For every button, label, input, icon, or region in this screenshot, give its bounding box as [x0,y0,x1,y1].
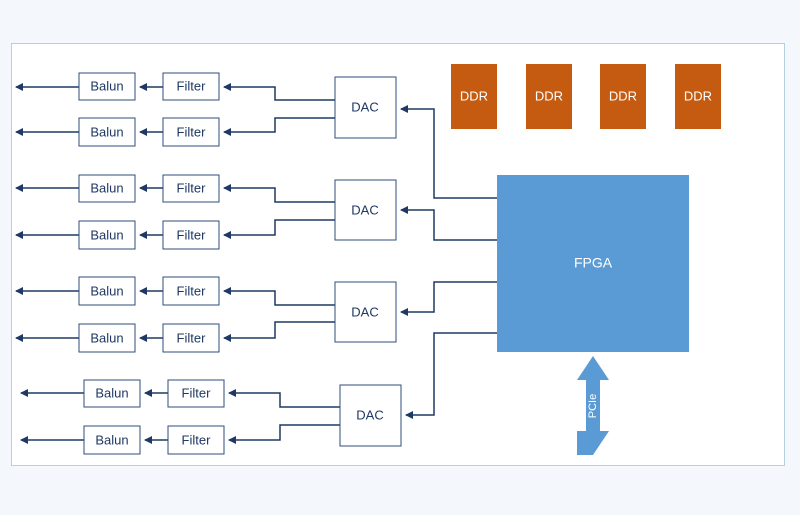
filter-block-8: Filter [167,425,225,455]
balun-block-3: Balun [78,174,136,203]
ddr-block-2: DDR [526,64,572,129]
dac-block-2: DAC [334,179,397,241]
balun-label: Balun [90,330,123,345]
fpga-label: FPGA [574,255,613,271]
balun-label: Balun [95,385,128,400]
dac-block-4: DAC [339,384,402,447]
pcie-arrow: PCIe [577,356,609,455]
balun-block-5: Balun [78,276,136,306]
balun-block-6: Balun [78,323,136,353]
dac-block-1: DAC [334,76,397,139]
balun-block-7: Balun [83,379,141,408]
dac-label: DAC [351,99,378,114]
ddr-label: DDR [535,88,563,103]
balun-label: Balun [90,283,123,298]
filter-label: Filter [182,385,212,400]
balun-label: Balun [95,432,128,447]
ddr-block-4: DDR [675,64,721,129]
filter-balun-connectors [139,83,168,444]
dac-label: DAC [351,202,378,217]
balun-block-1: Balun [78,72,136,101]
filter-label: Filter [177,283,207,298]
balun-block-8: Balun [83,425,141,455]
balun-label: Balun [90,78,123,93]
balun-label: Balun [90,124,123,139]
ddr-label: DDR [460,88,488,103]
filter-label: Filter [177,227,207,242]
pcie-label: PCIe [587,394,599,418]
ddr-block-1: DDR [451,64,497,129]
ddr-block-3: DDR [600,64,646,129]
fpga-block: FPGA [497,175,689,352]
ddr-label: DDR [609,88,637,103]
filter-label: Filter [177,124,207,139]
filter-block-3: Filter [162,174,220,203]
filter-block-6: Filter [162,323,220,353]
filter-block-2: Filter [162,117,220,147]
filter-label: Filter [177,180,207,195]
dac-block-3: DAC [334,281,397,343]
filter-label: Filter [182,432,212,447]
filter-block-5: Filter [162,276,220,306]
balun-block-2: Balun [78,117,136,147]
ddr-label: DDR [684,88,712,103]
filter-label: Filter [177,330,207,345]
dac-filter-connectors [223,83,340,444]
dac-label: DAC [351,304,378,319]
dac-label: DAC [356,407,383,422]
filter-block-4: Filter [162,220,220,250]
filter-block-1: Filter [162,72,220,101]
output-arrows [15,83,84,444]
filter-label: Filter [177,78,207,93]
balun-block-4: Balun [78,220,136,250]
fpga-dac-connectors [400,105,497,419]
balun-label: Balun [90,180,123,195]
filter-block-7: Filter [167,379,225,408]
balun-label: Balun [90,227,123,242]
